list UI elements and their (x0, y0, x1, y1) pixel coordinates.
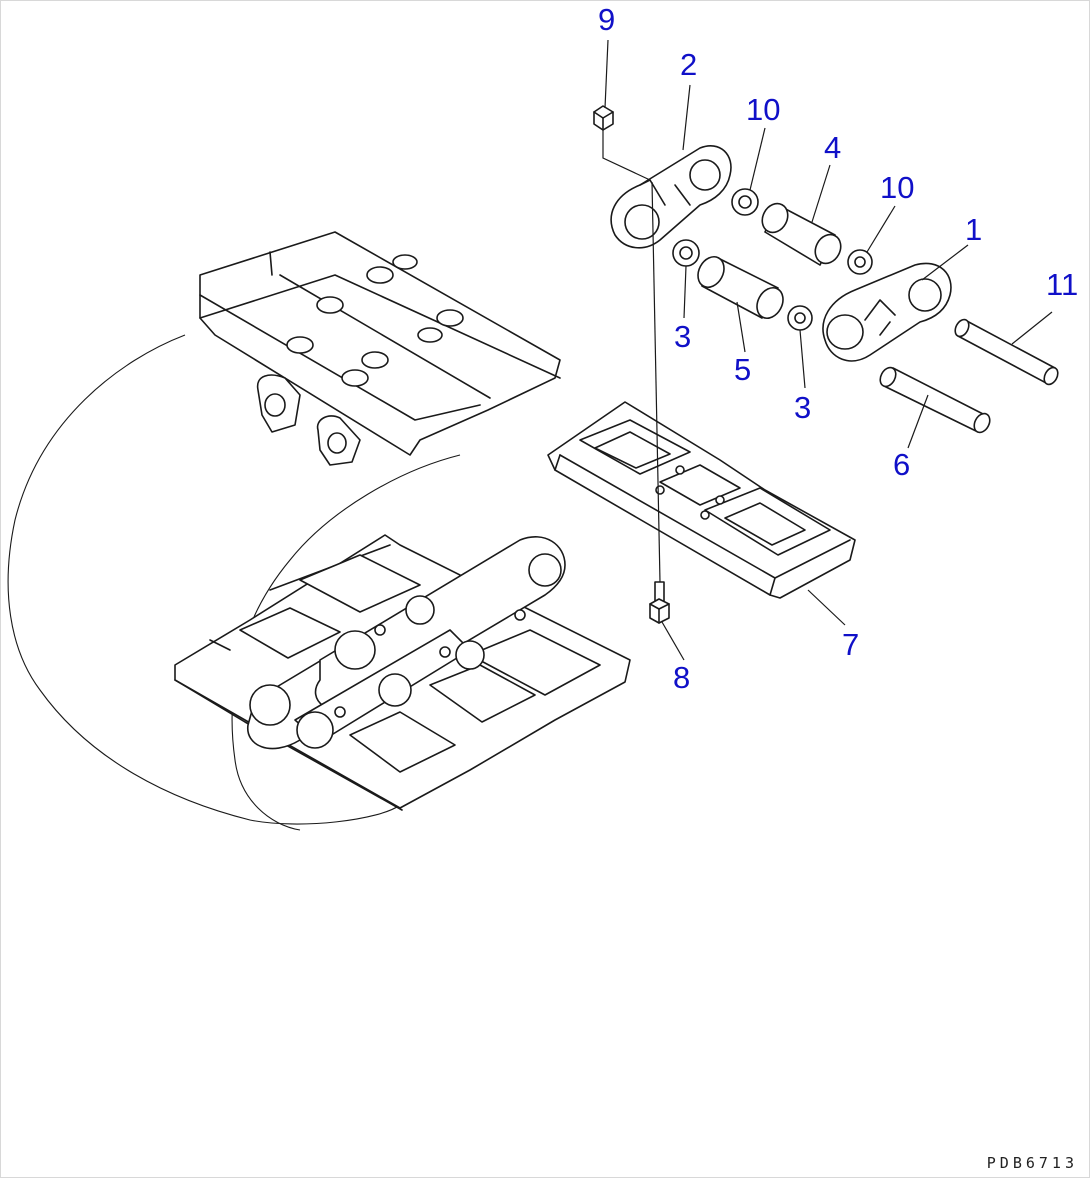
callout-2: 2 (680, 47, 697, 82)
callout-labels: 9 2 10 4 10 1 11 3 5 3 6 7 8 (598, 2, 1078, 695)
callout-11: 11 (1046, 267, 1078, 302)
track-assembly (7, 231, 631, 831)
leader-8 (661, 621, 685, 661)
callout-3-right: 3 (794, 390, 811, 425)
part-2-link (610, 145, 732, 249)
leader-6 (907, 394, 929, 449)
part-1-link (822, 262, 952, 362)
part-5-bushing (697, 255, 784, 320)
part-9-nut (593, 105, 614, 131)
leader-7 (807, 589, 846, 626)
callout-6: 6 (893, 447, 910, 482)
leader-9 (604, 39, 609, 109)
part-4-bushing (761, 202, 842, 266)
leader-lines (604, 39, 1053, 661)
bottom-track-shoes (174, 534, 631, 811)
leader-5 (736, 301, 746, 353)
top-track-shoes (199, 231, 561, 466)
part-8-bolt (649, 581, 670, 624)
leader-10a (749, 127, 766, 191)
leader-1 (921, 244, 969, 281)
part-10-seals (731, 188, 873, 275)
callout-5: 5 (734, 352, 751, 387)
leader-11 (1011, 311, 1053, 345)
leader-10b (866, 205, 896, 253)
callout-3-left: 3 (674, 319, 691, 354)
callout-7: 7 (842, 627, 859, 662)
leader-4 (811, 164, 831, 223)
callout-9: 9 (598, 2, 615, 37)
callout-10-left: 10 (746, 92, 780, 127)
part-11-pin (954, 318, 1059, 386)
assembly-center-lines (602, 130, 661, 583)
track-loop-outline (7, 334, 401, 825)
leader-2 (682, 84, 691, 151)
callout-8: 8 (673, 660, 690, 695)
part-6-pin (879, 366, 991, 434)
callout-4: 4 (824, 130, 841, 165)
drawing-code-label: PDB6713 (986, 1154, 1078, 1172)
part-7-shoe (547, 401, 856, 599)
leader-3b (799, 329, 806, 389)
leader-3a (683, 265, 687, 319)
callout-1: 1 (965, 212, 982, 247)
callout-10-right: 10 (880, 170, 914, 205)
